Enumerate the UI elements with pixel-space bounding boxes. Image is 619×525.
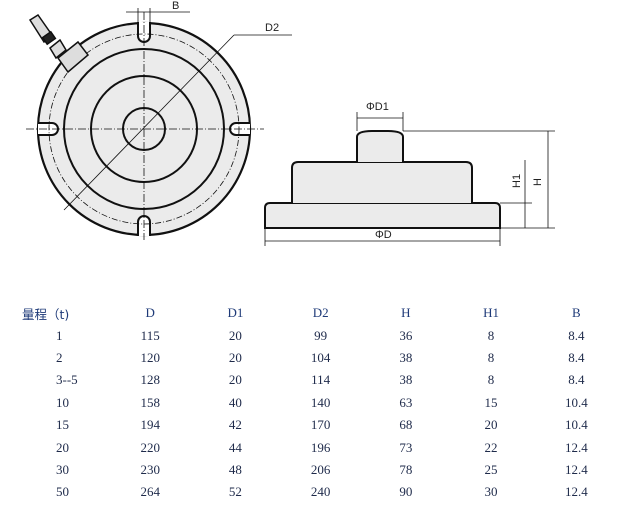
table-cell: 230 xyxy=(140,461,160,477)
table-cell: 8.4 xyxy=(568,349,585,365)
table-cell: 52 xyxy=(228,484,242,500)
table-cell: 2 xyxy=(56,349,63,365)
table-cell: 220 xyxy=(140,439,160,455)
table-cell: 8.4 xyxy=(568,327,585,343)
table-cell: 38 xyxy=(399,372,413,388)
table-cell: 48 xyxy=(228,461,242,477)
table-cell: 25 xyxy=(484,461,498,477)
table-cell: 8 xyxy=(487,372,495,388)
table-cell: 50 xyxy=(56,484,69,500)
table-cell: 20 xyxy=(484,417,498,433)
table-cell: 30 xyxy=(484,484,498,500)
label-h: H xyxy=(532,178,544,186)
table-cell: 63 xyxy=(399,394,413,410)
table-cell: 8.4 xyxy=(568,372,585,388)
table-cell: 120 xyxy=(140,349,160,365)
table-row: 2 120 20 104 38 8 8.4 xyxy=(22,347,619,369)
cable-connector xyxy=(28,13,90,74)
table-cell: 240 xyxy=(310,484,331,500)
table-cell: 20 xyxy=(228,372,242,388)
table-cell: 40 xyxy=(228,394,242,410)
table-cell: 15 xyxy=(484,394,498,410)
table-cell: 196 xyxy=(310,439,331,455)
table-cell: 115 xyxy=(140,327,160,343)
table-cell: 20 xyxy=(56,439,69,455)
table-row: 50 264 52 240 90 30 12.4 xyxy=(22,481,619,503)
label-d: ΦD xyxy=(375,229,392,241)
table-cell: 99 xyxy=(314,327,328,343)
table-cell: 38 xyxy=(399,349,413,365)
table-cell: 73 xyxy=(399,439,413,455)
table-cell: 170 xyxy=(310,417,331,433)
table-cell: 22 xyxy=(484,439,498,455)
header-capacity: 量程（t) xyxy=(22,306,70,322)
table-cell: 264 xyxy=(140,484,160,500)
header-h1: H1 xyxy=(483,305,499,321)
table-row: 30 230 48 206 78 25 12.4 xyxy=(22,459,619,481)
header-d2: D2 xyxy=(312,305,329,321)
table-row: 3--5 128 20 114 38 8 8.4 xyxy=(22,369,619,391)
load-cell-drawing: B D2 ΦD1 ΦD H H1 xyxy=(26,0,555,246)
table-cell: 1 xyxy=(56,327,63,343)
table-cell: 20 xyxy=(228,327,242,343)
label-d1: ΦD1 xyxy=(366,101,389,113)
table-cell: 140 xyxy=(310,394,331,410)
table-row: 15 194 42 170 68 20 10.4 xyxy=(22,414,619,436)
table-cell: 194 xyxy=(140,417,160,433)
table-cell: 42 xyxy=(228,417,242,433)
table-cell: 128 xyxy=(140,372,160,388)
table-cell: 68 xyxy=(399,417,413,433)
label-h1: H1 xyxy=(511,174,523,188)
table-cell: 10.4 xyxy=(564,417,588,433)
table-row: 10 158 40 140 63 15 10.4 xyxy=(22,392,619,414)
table-cell: 3--5 xyxy=(56,372,78,388)
table-row: 20 220 44 196 73 22 12.4 xyxy=(22,436,619,458)
header-d1: D1 xyxy=(227,305,244,321)
header-h: H xyxy=(401,305,411,321)
table-cell: 44 xyxy=(228,439,242,455)
header-d: D xyxy=(145,305,155,321)
top-view xyxy=(26,8,292,240)
dimension-lines xyxy=(264,112,555,246)
table-cell: 8 xyxy=(487,327,495,343)
label-b: B xyxy=(172,0,179,12)
table-cell: 12.4 xyxy=(564,484,588,500)
side-view xyxy=(264,130,501,229)
header-b: B xyxy=(571,305,581,321)
table-header-row: 量程（t) D D1 D2 H H1 B xyxy=(22,302,619,324)
table-cell: 158 xyxy=(140,394,160,410)
table-row: 1 115 20 99 36 8 8.4 xyxy=(22,324,619,346)
table-cell: 36 xyxy=(399,327,413,343)
table-cell: 104 xyxy=(310,349,331,365)
table-cell: 10 xyxy=(56,394,69,410)
table-cell: 10.4 xyxy=(564,394,588,410)
table-cell: 12.4 xyxy=(564,439,588,455)
table-cell: 15 xyxy=(56,417,69,433)
table-cell: 78 xyxy=(399,461,413,477)
table-cell: 20 xyxy=(228,349,242,365)
label-d2: D2 xyxy=(265,22,279,34)
table-cell: 114 xyxy=(311,372,331,388)
table-cell: 90 xyxy=(399,484,413,500)
table-cell: 206 xyxy=(310,461,331,477)
table-cell: 30 xyxy=(56,461,69,477)
table-cell: 8 xyxy=(487,349,495,365)
table-cell: 12.4 xyxy=(564,461,588,477)
